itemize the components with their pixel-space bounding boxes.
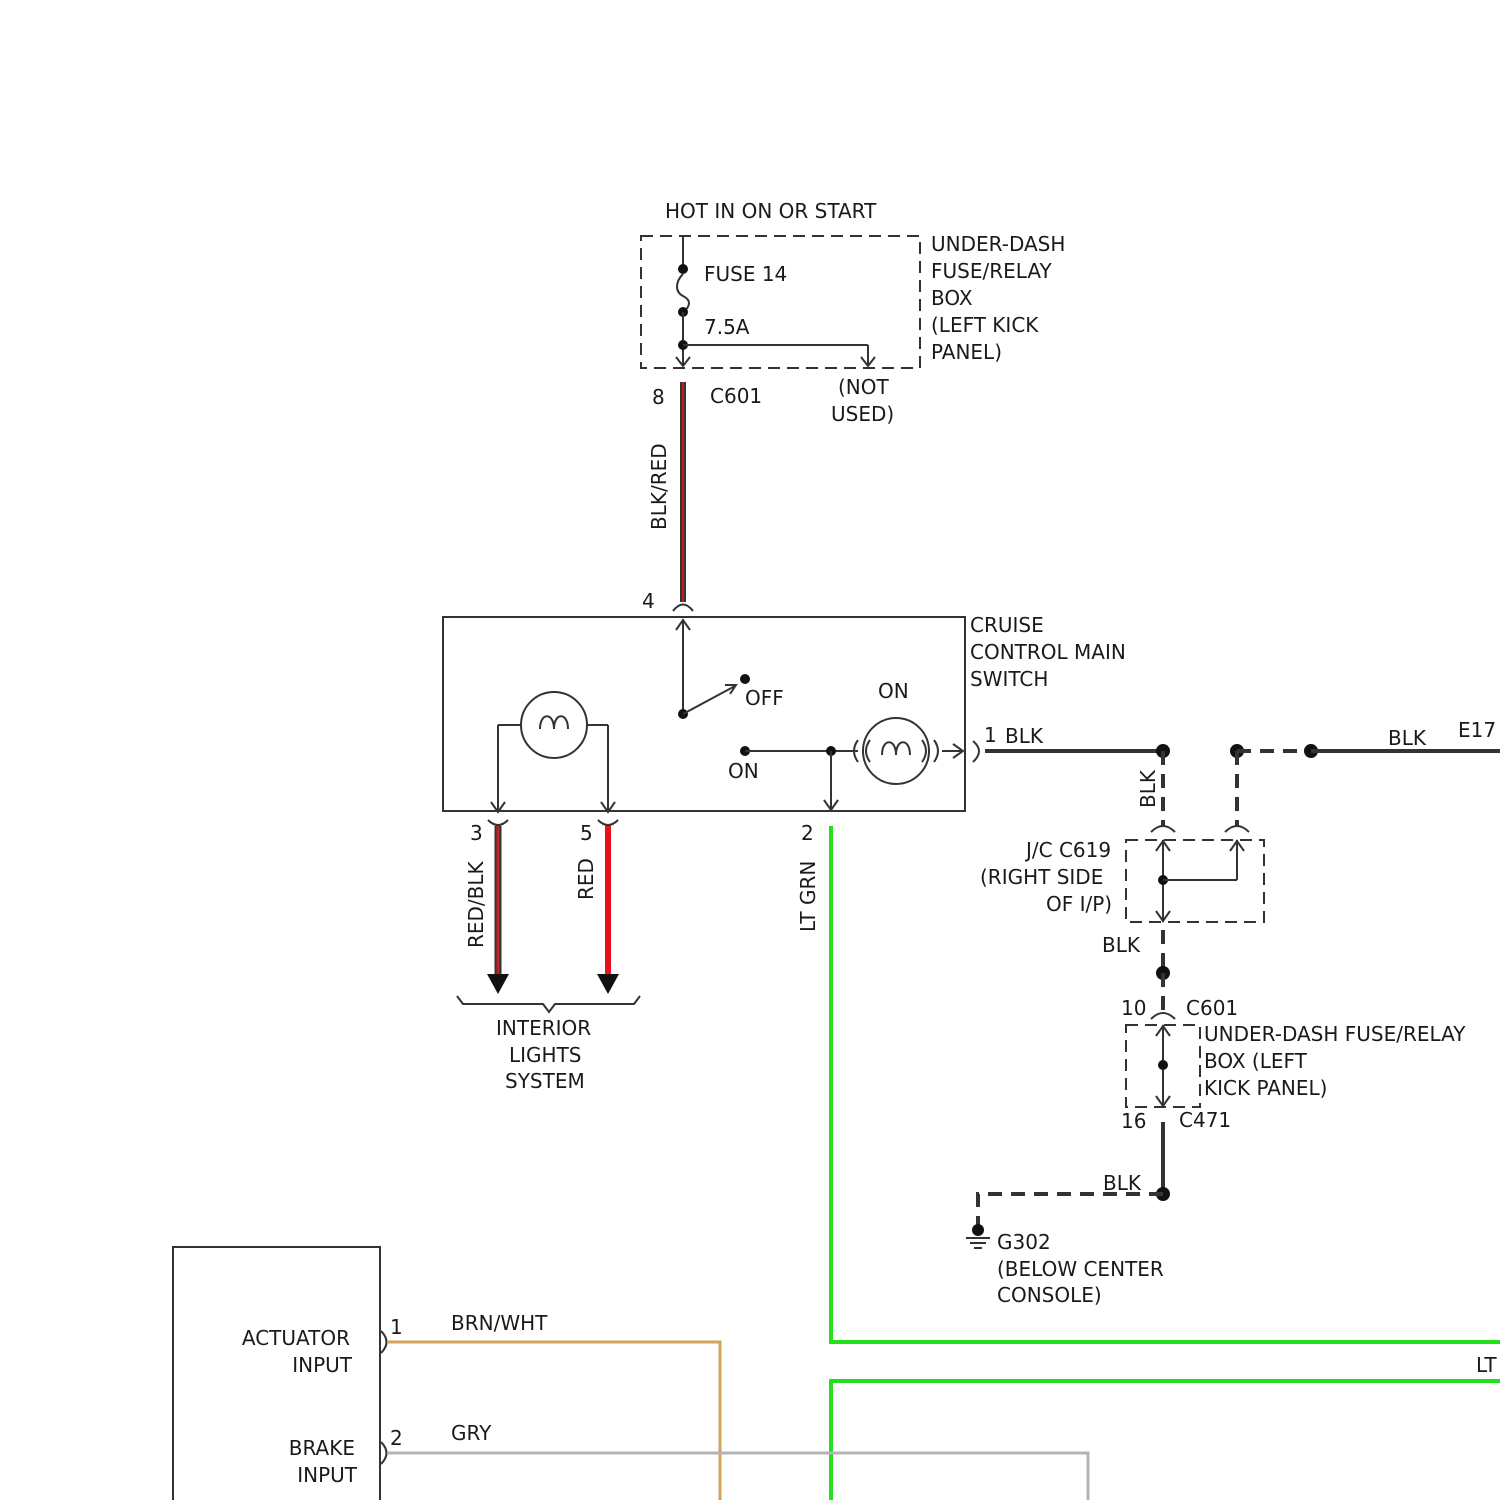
fuse-box-heading: HOT IN ON OR START — [665, 199, 877, 223]
lamp-right-bracket-l — [866, 740, 870, 762]
pin-3-label: 3 — [470, 821, 483, 845]
fuse-box-label-4: (LEFT KICK — [931, 313, 1039, 337]
wire-blk-red: BLK/RED — [647, 382, 683, 602]
pin-4-label: 4 — [642, 589, 655, 613]
pin-1-label: 1 — [984, 723, 997, 747]
off-contact — [740, 674, 750, 684]
actuator-input-label-2: INPUT — [292, 1353, 353, 1377]
fuse-relay-box: HOT IN ON OR START FUSE 14 7.5A UNDER-DA… — [641, 199, 1065, 426]
fuse-name: FUSE 14 — [704, 262, 787, 286]
pin-5-label: 5 — [580, 821, 593, 845]
fuse-box-label-3: BOX — [931, 286, 973, 310]
brake-input-label-1: BRAKE — [289, 1436, 355, 1460]
red-blk-arrowhead — [487, 974, 509, 994]
pin-16-label: 16 — [1121, 1109, 1146, 1133]
brake-pin-connector — [381, 1442, 387, 1464]
fuse-box-label-2: FUSE/RELAY — [931, 259, 1052, 283]
blk-red-wire-label: BLK/RED — [647, 443, 671, 530]
blk-below-jc-label: BLK — [1102, 933, 1141, 957]
lamp-filament-right — [882, 742, 910, 755]
c601-right-label: C601 — [1186, 996, 1238, 1020]
red-blk-wire-label: RED/BLK — [464, 860, 488, 948]
brake-input-label-2: INPUT — [297, 1463, 358, 1487]
pin-2-label: 2 — [801, 821, 814, 845]
lamp-right-bracket-r — [922, 740, 926, 762]
red-arrowhead — [597, 974, 619, 994]
blk-vertical-label: BLK — [1136, 769, 1160, 808]
blk-ground-label: BLK — [1103, 1171, 1142, 1195]
pin-3-connector — [488, 820, 508, 825]
red-wire-label: RED — [574, 858, 598, 900]
actuator-pin-label: 1 — [390, 1315, 403, 1339]
e17-label: E17 — [1458, 718, 1496, 742]
lt-grn-wire-upper — [831, 826, 1500, 1342]
lt-grn-wire-lower — [831, 1381, 1500, 1500]
fuse-14-symbol — [677, 274, 689, 312]
relay-box-splice — [1158, 1060, 1168, 1070]
lamp-right-socket-r — [934, 740, 938, 762]
fuse-rating: 7.5A — [704, 315, 750, 339]
actuator-pin-connector — [381, 1331, 387, 1353]
pin-4-connector — [673, 605, 693, 612]
ground-label-2: (BELOW CENTER — [997, 1257, 1164, 1281]
c471-label: C471 — [1179, 1108, 1231, 1132]
fuse-terminal-top — [678, 264, 688, 274]
gry-wire — [388, 1453, 1088, 1500]
off-label: OFF — [745, 686, 784, 710]
wire-lt-grn: LT GRN LT — [796, 826, 1500, 1500]
main-switch-title-3: SWITCH — [970, 667, 1048, 691]
pin-10-label: 10 — [1121, 996, 1146, 1020]
lt-grn-right-fragment: LT — [1476, 1353, 1497, 1377]
blk-right-label: BLK — [1388, 726, 1427, 750]
fuse-box-label-5: PANEL) — [931, 340, 1002, 364]
pin-5-connector — [598, 820, 618, 825]
brake-pin-label: 2 — [390, 1426, 403, 1450]
ground-label-1: G302 — [997, 1230, 1051, 1254]
interior-lights-wires: RED/BLK RED INTERIOR LIGHTS SYSTEM — [457, 826, 640, 1093]
relay-box-label-1: UNDER-DASH FUSE/RELAY — [1204, 1022, 1466, 1046]
main-switch-title-1: CRUISE — [970, 613, 1044, 637]
main-switch-title-2: CONTROL MAIN — [970, 640, 1126, 664]
jc-label-3: OF I/P) — [1046, 892, 1112, 916]
pin-10-connector — [1151, 1013, 1175, 1019]
interior-lights-label-2: LIGHTS — [509, 1043, 582, 1067]
relay-box-label-3: KICK PANEL) — [1204, 1076, 1327, 1100]
ground-g302-dot — [972, 1224, 984, 1236]
interior-lights-label-1: INTERIOR — [496, 1016, 591, 1040]
switch-blade — [683, 686, 735, 714]
c601-connector-label: C601 — [710, 384, 762, 408]
jc-connector-left — [1151, 826, 1175, 832]
c601-pin-8: 8 — [652, 385, 665, 409]
on-lamp-label: ON — [878, 679, 909, 703]
interior-lights-label-3: SYSTEM — [505, 1069, 585, 1093]
lt-grn-wire-label: LT GRN — [796, 861, 820, 932]
blk-ground-wire — [978, 1194, 1163, 1228]
on-contact-label: ON — [728, 759, 759, 783]
brn-wht-wire-label: BRN/WHT — [451, 1311, 548, 1335]
gry-wire-label: GRY — [451, 1421, 492, 1445]
ground-label-3: CONSOLE) — [997, 1283, 1102, 1307]
control-module: ACTUATOR INPUT 1 BRN/WHT BRAKE INPUT 2 G… — [173, 1247, 1088, 1500]
ground-circuit: BLK E17 BLK J/C C619 (RIGHT SIDE OF I/P)… — [966, 718, 1500, 1307]
fuse-box-label-1: UNDER-DASH — [931, 232, 1065, 256]
not-used-label-2: USED) — [831, 402, 894, 426]
not-used-label-1: (NOT — [838, 375, 890, 399]
interior-lights-brace — [457, 996, 640, 1012]
pin-1-wire-label: BLK — [1005, 724, 1044, 748]
jc-label-2: (RIGHT SIDE — [980, 865, 1103, 889]
actuator-input-label-1: ACTUATOR — [242, 1326, 350, 1350]
pin-1-connector — [973, 741, 979, 762]
relay-box-label-2: BOX (LEFT — [1204, 1049, 1308, 1073]
jc-connector-right — [1225, 826, 1249, 832]
jc-label-1: J/C C619 — [1024, 838, 1111, 862]
lamp-filament-left — [540, 716, 568, 729]
brn-wht-wire — [388, 1342, 720, 1500]
cruise-control-main-switch: CRUISE CONTROL MAIN SWITCH 4 OFF ON ON — [443, 589, 1126, 845]
